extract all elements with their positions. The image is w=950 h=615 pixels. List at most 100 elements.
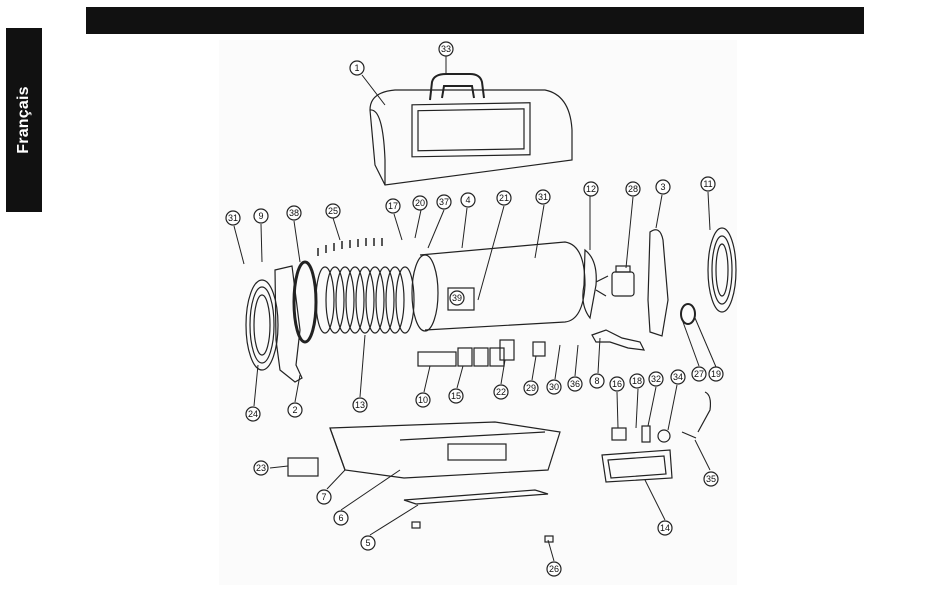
right-shroud: [648, 230, 668, 336]
top-housing-cover: [370, 74, 572, 185]
callout-12-label: 12: [586, 184, 596, 194]
control-panel: [602, 450, 672, 482]
callout-34: 34: [671, 370, 685, 384]
callout-29-label: 29: [526, 383, 536, 393]
callout-2: 2: [288, 403, 302, 417]
callout-7-label: 7: [321, 492, 326, 502]
callout-1: 1: [350, 61, 364, 75]
callout-39-label: 39: [452, 293, 462, 303]
part-34: [658, 430, 670, 442]
part-15: [458, 348, 504, 366]
callout-13-label: 13: [355, 400, 365, 410]
callout-37-label: 37: [439, 197, 449, 207]
callout-26-label: 26: [549, 564, 559, 574]
left-guard: [246, 280, 278, 370]
callout-30-label: 30: [549, 382, 559, 392]
callout-28-label: 28: [628, 184, 638, 194]
callout-28: 28: [626, 182, 640, 196]
callout-19-label: 19: [711, 369, 721, 379]
fan-blade: [583, 250, 608, 318]
callout-38: 38: [287, 206, 301, 220]
callout-21-label: 21: [499, 193, 509, 203]
callout-31b: 31: [536, 190, 550, 204]
callout-31b-label: 31: [538, 192, 548, 202]
callout-8: 8: [590, 374, 604, 388]
callout-33-label: 33: [441, 44, 451, 54]
callout-27-label: 27: [694, 369, 704, 379]
callout-1-label: 1: [354, 63, 359, 73]
callout-10-label: 10: [418, 395, 428, 405]
callout-33: 33: [439, 42, 453, 56]
callout-13: 13: [353, 398, 367, 412]
callout-15-label: 15: [451, 391, 461, 401]
left-shroud: [275, 266, 302, 382]
part-16: [612, 428, 626, 440]
callout-25: 25: [326, 204, 340, 218]
callout-15: 15: [449, 389, 463, 403]
callout-20-label: 20: [415, 198, 425, 208]
callout-31a-label: 31: [228, 213, 238, 223]
callout-37: 37: [437, 195, 451, 209]
callout-5-label: 5: [365, 538, 370, 548]
callout-4: 4: [461, 193, 475, 207]
right-guard: [708, 228, 736, 312]
callout-4-label: 4: [465, 195, 470, 205]
callout-2-label: 2: [292, 405, 297, 415]
base-tray: [330, 422, 560, 478]
callout-9: 9: [254, 209, 268, 223]
motor: [612, 266, 634, 296]
pins-25: [318, 238, 382, 256]
callout-25-label: 25: [328, 206, 338, 216]
callout-14-label: 14: [660, 523, 670, 533]
part-32: [642, 426, 650, 442]
ring-38: [294, 262, 316, 342]
callout-23: 23: [254, 461, 268, 475]
callout-16: 16: [610, 377, 624, 391]
callout-35-label: 35: [706, 474, 716, 484]
part-35: [682, 392, 710, 438]
callout-26: 26: [547, 562, 561, 576]
callout-19: 19: [709, 367, 723, 381]
callout-17: 17: [386, 199, 400, 213]
combustion-coils: [316, 267, 414, 333]
base-plate: [404, 490, 548, 504]
callout-11: 11: [701, 177, 715, 191]
callout-20: 20: [413, 196, 427, 210]
callout-38-label: 38: [289, 208, 299, 218]
callout-18-label: 18: [632, 376, 642, 386]
callout-11-label: 11: [703, 179, 712, 189]
callout-3-label: 3: [660, 182, 665, 192]
part-29: [533, 342, 545, 356]
callout-3: 3: [656, 180, 670, 194]
callout-21: 21: [497, 191, 511, 205]
callout-31a: 31: [226, 211, 240, 225]
callout-7: 7: [317, 490, 331, 504]
callout-30: 30: [547, 380, 561, 394]
callout-17-label: 17: [388, 201, 398, 211]
callout-36: 36: [568, 377, 582, 391]
callout-23-label: 23: [256, 463, 266, 473]
callout-29: 29: [524, 381, 538, 395]
part-22: [500, 340, 514, 360]
callout-6: 6: [334, 511, 348, 525]
callout-24-label: 24: [248, 409, 258, 419]
callout-8-label: 8: [594, 376, 599, 386]
callout-10: 10: [416, 393, 430, 407]
callout-32: 32: [649, 372, 663, 386]
callout-6-label: 6: [338, 513, 343, 523]
callout-32-label: 32: [651, 374, 661, 384]
callout-5: 5: [361, 536, 375, 550]
callout-27: 27: [692, 367, 706, 381]
callout-12: 12: [584, 182, 598, 196]
callout-22: 22: [494, 385, 508, 399]
foot-left: [412, 522, 420, 528]
callout-14: 14: [658, 521, 672, 535]
part-23: [288, 458, 318, 476]
callout-22-label: 22: [496, 387, 506, 397]
foot-right: [545, 536, 553, 542]
callout-35: 35: [704, 472, 718, 486]
callout-9-label: 9: [258, 211, 263, 221]
callout-16-label: 16: [612, 379, 622, 389]
callout-34-label: 34: [673, 372, 683, 382]
